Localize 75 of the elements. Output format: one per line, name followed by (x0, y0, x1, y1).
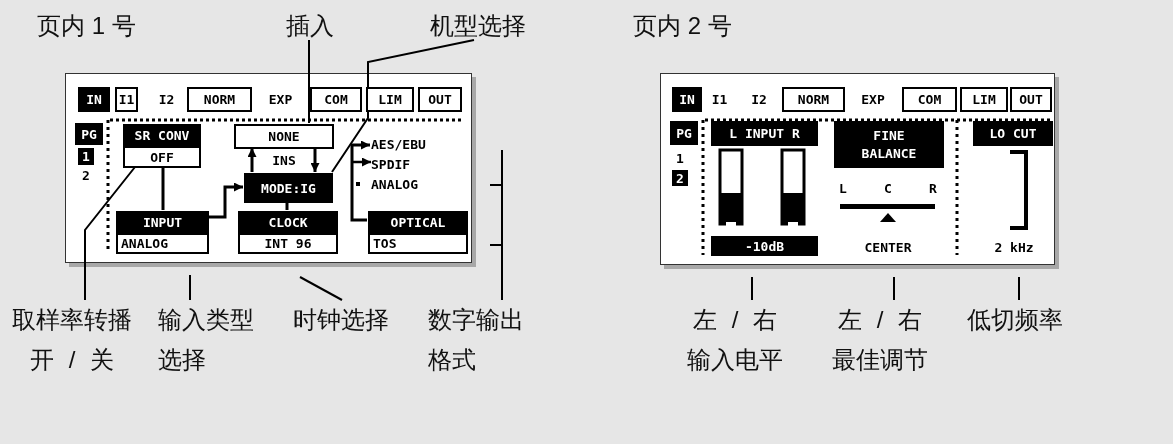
tab: OUT (1010, 87, 1052, 112)
leader-line (299, 276, 343, 301)
highlighted-field: FINE BALANCE (834, 121, 944, 168)
tab: COM (902, 87, 957, 112)
arrow (247, 148, 257, 172)
leader-line (751, 276, 753, 301)
callout-text: 机型选择 (425, 6, 531, 40)
arrow (208, 182, 243, 219)
setting-label: INPUT (116, 211, 209, 233)
tab: NORM (782, 87, 845, 112)
setting-value: INT 96 (238, 233, 338, 254)
page-tag: PG (670, 121, 698, 145)
leader-line (1018, 276, 1020, 301)
lcd-text: L (838, 180, 848, 196)
page-number: 2 (81, 167, 91, 184)
leader-line (308, 39, 310, 124)
tab: NORM (187, 87, 252, 112)
callout-text: 插入 (279, 6, 341, 40)
lcd-text: EXP (860, 91, 886, 109)
leader-line (189, 274, 191, 301)
lcd-text: R (928, 180, 938, 196)
highlighted-field: -10dB (711, 236, 818, 256)
setting-label: CLOCK (238, 211, 338, 233)
callout-text: 低切频率 (967, 300, 1073, 340)
option-text: AES/EBU (371, 135, 426, 153)
setting-label: SR CONV (123, 124, 201, 146)
connector-line (285, 202, 289, 210)
setting-box (238, 211, 338, 254)
tab: IN (78, 87, 110, 112)
setting-value: TOS (368, 233, 468, 254)
tab: LIM (960, 87, 1008, 112)
setting-label: OPTICAL (368, 211, 468, 233)
lcd-text: INS (271, 151, 297, 169)
callout-text: 数字输出格式 (428, 300, 530, 384)
callout-text: 左 / 右输入电平 (684, 300, 786, 384)
callout-text: 输入类型选择 (158, 300, 260, 384)
callout-text: 取样率转播开 / 关 (8, 300, 136, 384)
setting-value: ANALOG (116, 233, 209, 254)
lcd-text: I2 (157, 91, 176, 109)
page-number: 1 (675, 150, 685, 167)
page-number: 1 (78, 148, 94, 165)
page-number: 2 (672, 170, 688, 186)
page-tag: PG (75, 123, 103, 145)
tab: LIM (366, 87, 414, 112)
setting-value: OFF (123, 146, 201, 168)
page-heading: 页内 2 号 (633, 11, 729, 40)
setting-box (368, 211, 468, 254)
leader-line (893, 276, 895, 301)
connector-line (161, 167, 165, 210)
setting-box (116, 211, 209, 254)
leader-line (331, 39, 475, 173)
tab: OUT (418, 87, 462, 112)
lcd-text: I1 (710, 91, 729, 109)
tab: I1 (115, 87, 138, 112)
highlighted-field: LO CUT (973, 121, 1053, 146)
arrow (350, 140, 370, 222)
lcd-text: EXP (267, 91, 294, 109)
lcd-text: 2 kHz (993, 238, 1035, 256)
page-heading: 页内 1 号 (37, 11, 133, 40)
lcd-text: I2 (750, 91, 768, 109)
tab: IN (672, 87, 702, 112)
setting-box (123, 124, 201, 168)
lcd-text: CENTER (863, 238, 913, 256)
highlighted-field: L INPUT R (711, 121, 818, 146)
leader-line (501, 271, 503, 301)
leader-line (84, 166, 136, 301)
lcd-text: C (883, 180, 893, 196)
option-text: SPDIF (371, 155, 411, 173)
arrow (310, 148, 320, 172)
callout-text: 左 / 右最佳调节 (829, 300, 931, 384)
highlighted-field: MODE:IG (244, 173, 333, 203)
tab: COM (310, 87, 362, 112)
option-text: ANALOG (371, 175, 418, 193)
value-box: NONE (234, 124, 334, 149)
callout-text: 时钟选择 (293, 300, 397, 340)
